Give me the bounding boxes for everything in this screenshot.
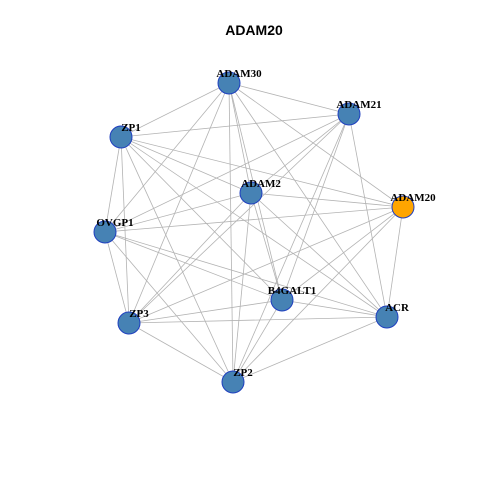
edge-adam21-acr — [348, 113, 388, 318]
edge-acr-zp3 — [128, 316, 388, 324]
node-adam21 — [337, 102, 361, 126]
edge-ovgp1-zp3 — [104, 231, 130, 324]
node-zp1 — [109, 125, 133, 149]
node-b4galt1 — [270, 288, 294, 312]
edges-layer — [104, 82, 404, 383]
edge-ovgp1-b4galt1 — [104, 231, 283, 301]
node-zp2 — [221, 370, 245, 394]
edge-adam30-zp1 — [120, 82, 230, 138]
edge-adam20-acr — [386, 206, 404, 318]
node-label-adam21: ADAM21 — [336, 99, 381, 111]
edge-adam30-zp3 — [128, 82, 230, 324]
edge-zp1-adam2 — [120, 136, 252, 194]
node-acr — [375, 305, 399, 329]
edge-ovgp1-zp2 — [104, 231, 234, 383]
edge-adam2-adam20 — [250, 192, 404, 208]
edge-adam20-zp3 — [128, 206, 404, 324]
edge-adam30-adam21 — [228, 82, 350, 115]
edge-adam20-zp2 — [232, 206, 404, 383]
node-ovgp1 — [93, 220, 117, 244]
edge-zp1-adam20 — [120, 136, 404, 208]
edge-adam30-acr — [228, 82, 388, 318]
node-zp3 — [117, 311, 141, 335]
node-label-acr: ACR — [385, 302, 410, 314]
node-adam2 — [239, 181, 263, 205]
edge-adam21-zp3 — [128, 113, 350, 324]
node-label-zp1: ZP1 — [121, 122, 141, 134]
edge-zp1-acr — [120, 136, 388, 318]
node-label-ovgp1: OVGP1 — [96, 217, 133, 229]
edge-adam21-ovgp1 — [104, 113, 350, 233]
edge-adam2-ovgp1 — [104, 192, 252, 233]
edge-adam20-b4galt1 — [281, 206, 404, 301]
edge-adam2-b4galt1 — [250, 192, 283, 301]
edge-adam21-b4galt1 — [281, 113, 350, 301]
edge-zp1-b4galt1 — [120, 136, 283, 301]
edge-adam2-zp2 — [232, 192, 252, 383]
edge-zp1-ovgp1 — [104, 136, 122, 233]
node-label-adam2: ADAM2 — [241, 178, 281, 190]
graph-title: ADAM20 — [225, 22, 283, 38]
edge-adam2-acr — [250, 192, 388, 318]
edge-b4galt1-zp3 — [128, 299, 283, 324]
node-label-zp3: ZP3 — [129, 308, 149, 320]
edge-b4galt1-zp2 — [232, 299, 283, 383]
edge-adam21-zp2 — [232, 113, 350, 383]
edge-zp3-zp2 — [128, 322, 234, 383]
edge-adam30-zp2 — [228, 82, 234, 383]
node-label-adam30: ADAM30 — [216, 68, 262, 80]
node-label-adam20: ADAM20 — [390, 192, 436, 204]
edge-adam30-adam2 — [228, 82, 252, 194]
edge-acr-zp2 — [232, 316, 388, 383]
edge-adam21-zp1 — [120, 113, 350, 138]
node-label-b4galt1: B4GALT1 — [268, 285, 317, 297]
node-adam30 — [217, 71, 241, 95]
nodes-layer: ADAM30ADAM21ZP1ADAM2ADAM20OVGP1B4GALT1AC… — [93, 68, 436, 394]
edge-adam21-adam2 — [250, 113, 350, 194]
edge-adam30-ovgp1 — [104, 82, 230, 233]
node-label-zp2: ZP2 — [233, 367, 253, 379]
edge-adam20-ovgp1 — [104, 206, 404, 233]
edge-b4galt1-acr — [281, 299, 388, 318]
edge-ovgp1-acr — [104, 231, 388, 318]
node-adam20 — [391, 195, 415, 219]
